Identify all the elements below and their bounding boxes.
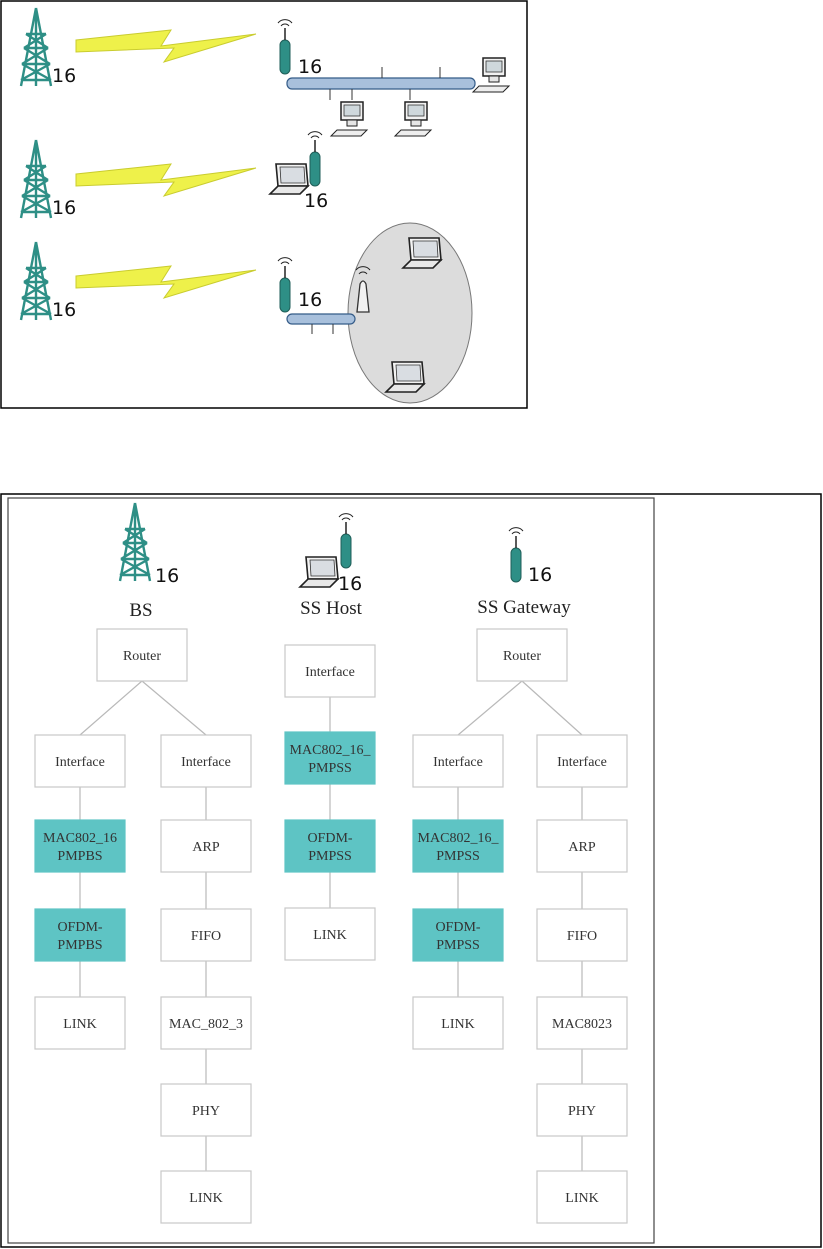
stack-box-fifo-b: FIFO [160,908,252,962]
stack-box-mac-a: MAC802_16_PMPSS [412,819,504,873]
antenna-badge: 16 [298,289,322,311]
stack-box-label: Interface [433,755,483,770]
stack-box-label: LINK [63,1017,96,1032]
stack-box-label: LINK [313,928,346,943]
bs-title: BS [129,600,152,621]
stack-box-label: ARP [192,840,219,855]
stack-box-label: Router [123,649,161,664]
stack-connectors [79,680,583,1171]
stack-box-fifo-b: FIFO [536,908,628,962]
stack-box-label: OFDM-PMPSS [435,920,480,953]
tower-badge: 16 [52,197,76,219]
stack-box-label: FIFO [191,929,221,944]
lan-bus-cable [286,77,476,90]
stack-box-if-a: Interface [412,734,504,788]
stack-box-label: Interface [557,755,607,770]
stack-box-label: FIFO [567,929,597,944]
wlan-coverage-area [347,222,473,404]
ss-host-badge: 16 [338,573,362,595]
stack-box-label: ARP [568,840,595,855]
ss-host-title: SS Host [300,598,362,619]
stack-box-link-a: LINK [34,996,126,1050]
antenna-badge: 16 [298,56,322,78]
stack-box-arp-b: ARP [536,819,628,873]
stack-box-link-a: LINK [412,996,504,1050]
access-point-icon [356,280,370,313]
stack-box-ofdm: OFDM-PMPSS [284,819,376,873]
row-1: 16 16 [19,6,510,137]
stack-box-label: OFDM-PMPBS [57,920,102,953]
stack-box-iface: Interface [284,644,376,698]
stack-box-label: OFDM-PMPSS [307,831,352,864]
tower-badge: 16 [52,65,76,87]
stack-box-if-b: Interface [536,734,628,788]
host-badge: 16 [304,190,328,212]
stack-box-router: Router [476,628,568,682]
stack-box-label: Interface [305,665,355,680]
stack-box-arp-b: ARP [160,819,252,873]
stack-box-label: MAC802_16_PMPSS [290,743,372,776]
ss-gateway-badge: 16 [528,564,552,586]
connector-line [521,680,583,736]
stack-box-if-b: Interface [160,734,252,788]
stack-box-link-b: LINK [536,1170,628,1224]
bs-badge: 16 [155,565,179,587]
row-3: 16 16 [19,222,473,404]
row-2: 16 16 [19,130,328,220]
stack-box-if-a: Interface [34,734,126,788]
stack-box-label: Router [503,649,541,664]
stack-box-router: Router [96,628,188,682]
stack-box-label: Interface [181,755,231,770]
stack-box-label: MAC802_16_PMPSS [418,831,500,864]
stack-box-label: LINK [189,1191,222,1206]
ss-gateway-title: SS Gateway [477,597,571,618]
stack-box-mac: MAC802_16_PMPSS [284,731,376,785]
connector-line [141,680,207,736]
stack-box-label: MAC_802_3 [169,1017,243,1032]
stack-box-label: PHY [192,1104,220,1119]
stack-box-link: LINK [284,907,376,961]
stack-box-mac-b: MAC8023 [536,996,628,1050]
tower-badge: 16 [52,299,76,321]
stack-box-label: LINK [565,1191,598,1206]
stack-box-phy-b: PHY [160,1083,252,1137]
stack-box-label: LINK [441,1017,474,1032]
stack-box-ofdm-a: OFDM-PMPBS [34,908,126,962]
stack-box-phy-b: PHY [536,1083,628,1137]
connector-line [79,680,143,736]
connector-line [457,680,523,736]
lan-bus-cable [286,313,356,325]
stack-box-label: MAC8023 [552,1017,612,1032]
stack-box-ofdm-a: OFDM-PMPSS [412,908,504,962]
stack-box-mac-b: MAC_802_3 [160,996,252,1050]
stack-box-label: PHY [568,1104,596,1119]
stack-box-link-b: LINK [160,1170,252,1224]
stack-box-label: Interface [55,755,105,770]
